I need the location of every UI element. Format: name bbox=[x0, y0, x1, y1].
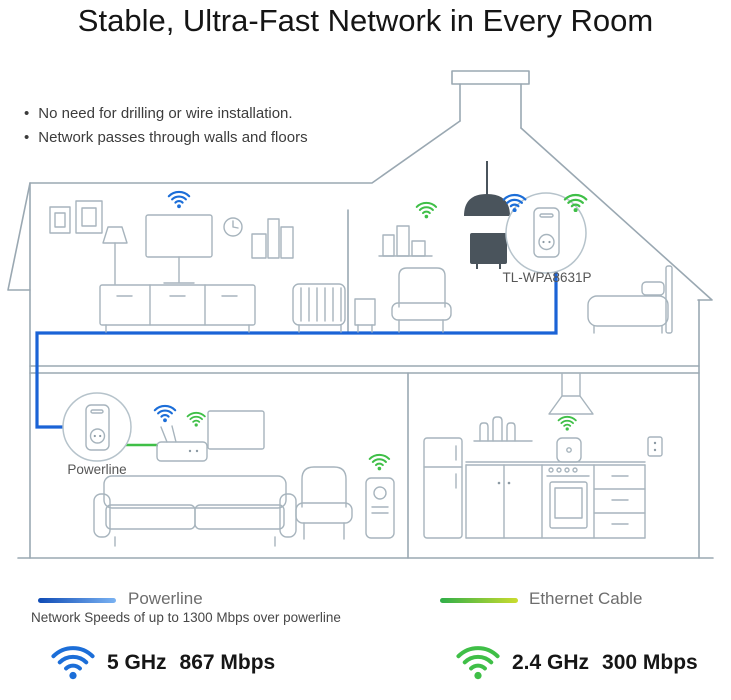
armchair-lower bbox=[295, 466, 353, 540]
hanging-fireplace bbox=[464, 161, 510, 269]
bed bbox=[587, 265, 673, 334]
kitchen-cabinets bbox=[465, 461, 646, 539]
wifi-icon-kitchen bbox=[557, 415, 577, 432]
speed-5ghz: 5 GHz 867 Mbps bbox=[50, 646, 275, 680]
page-title: Stable, Ultra-Fast Network in Every Room bbox=[77, 3, 654, 38]
wifi-icon-router-5ghz bbox=[153, 404, 177, 424]
wifi-router bbox=[156, 425, 208, 462]
powerline-route bbox=[35, 271, 558, 429]
floating-shelf-boxes bbox=[251, 218, 294, 259]
range-hood bbox=[548, 372, 594, 415]
attic-powerline-adapter bbox=[505, 192, 587, 274]
wall-shelf bbox=[378, 225, 433, 257]
wall-outlet bbox=[647, 436, 663, 457]
table-lamp bbox=[102, 226, 128, 285]
powerline-legend-label: Powerline bbox=[128, 589, 203, 608]
wifi-icon-shelf bbox=[415, 201, 438, 220]
sideboard bbox=[99, 284, 256, 333]
bullet-item: No need for drilling or wire installatio… bbox=[24, 102, 308, 126]
bullet-item: Network passes through walls and floors bbox=[24, 126, 307, 150]
wall-clock bbox=[223, 217, 243, 237]
radiator bbox=[292, 283, 346, 333]
attic-adapter-label: TL-WPA8631P bbox=[502, 270, 591, 285]
room-adapter-label: Powerline bbox=[67, 462, 126, 477]
bottle-shelf bbox=[473, 416, 533, 442]
house-diagram: TL-WPA8631P Powerline bbox=[7, 70, 714, 559]
armchair-upper bbox=[391, 267, 452, 333]
band-label: 5 GHz bbox=[107, 651, 167, 674]
wifi-icon-speaker bbox=[368, 453, 391, 472]
rate-label: 867 Mbps bbox=[179, 651, 276, 674]
legend: Powerline Ethernet Cable bbox=[0, 588, 731, 614]
band-label: 2.4 GHz bbox=[512, 651, 590, 674]
feature-bullets: No need for drilling or wire installatio… bbox=[24, 102, 308, 150]
speed-24ghz: 2.4 GHz 300 Mbps bbox=[455, 646, 698, 680]
tv-lower bbox=[207, 410, 265, 450]
chimney-cap bbox=[451, 70, 530, 85]
wifi-icon-24ghz bbox=[455, 646, 501, 680]
powerline-legend-line bbox=[38, 598, 116, 603]
side-table bbox=[354, 298, 376, 333]
ethernet-legend-label: Ethernet Cable bbox=[529, 589, 643, 608]
smart-speaker bbox=[365, 477, 395, 539]
tv-upper bbox=[145, 214, 213, 284]
wifi-icon-5ghz bbox=[50, 646, 96, 680]
ethernet-legend-line bbox=[440, 598, 518, 603]
oven bbox=[546, 467, 590, 529]
wifi-icon-router-24ghz bbox=[186, 411, 206, 428]
house-structure bbox=[7, 70, 714, 559]
rate-label: 300 Mbps bbox=[602, 651, 698, 674]
sofa bbox=[93, 475, 297, 547]
kitchen-smart-device bbox=[556, 437, 582, 463]
powerline-speed-note: Network Speeds of up to 1300 Mbps over p… bbox=[31, 610, 341, 625]
wifi-icon-tv-upper bbox=[167, 190, 191, 210]
room-powerline-adapter bbox=[62, 392, 132, 462]
fridge bbox=[423, 437, 463, 539]
picture-frames bbox=[49, 200, 103, 234]
